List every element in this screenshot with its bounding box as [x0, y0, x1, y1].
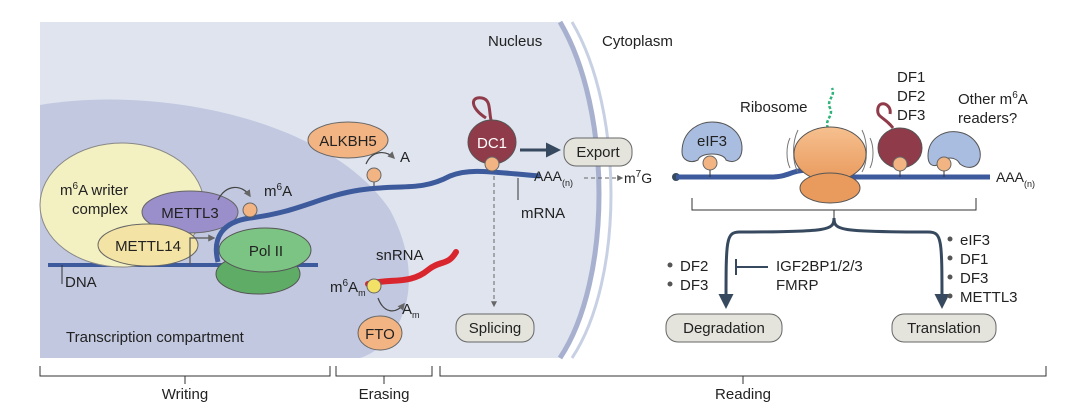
deg-reader-2: DF3 — [680, 277, 708, 294]
df-protein-tail — [876, 102, 895, 129]
mettl3-label: METTL3 — [161, 205, 219, 222]
m6a-mark-eif3 — [702, 155, 718, 171]
nucleus-label: Nucleus — [488, 33, 542, 50]
m7g-label: m7G — [624, 169, 652, 186]
writer-to-pol2-arrow — [189, 234, 216, 265]
deg-reader-1: DF2 — [680, 258, 708, 275]
m6a-mark-dc1 — [484, 156, 500, 172]
trans-reader-1: eIF3 — [960, 232, 990, 249]
alkbh5-product-label: A — [400, 149, 410, 166]
writing-bracket — [39, 366, 331, 384]
mrna-label: mRNA — [521, 205, 565, 222]
other-readers-label: Other m6A — [958, 90, 1028, 108]
ribosome-small-subunit — [799, 172, 861, 204]
translation-pill — [891, 313, 997, 343]
snrna-strand — [365, 249, 459, 287]
ribosome-motion-lines — [786, 129, 874, 173]
m6a-mark-1 — [242, 202, 258, 218]
degradation-pill — [665, 313, 783, 343]
df-stack-label-3: DF3 — [897, 107, 925, 124]
writer-complex-label-2: complex — [72, 201, 128, 218]
df-stack-label-2: DF2 — [897, 88, 925, 105]
trans-bullet-2 — [947, 255, 953, 261]
deg-bullet-2 — [667, 281, 673, 287]
alkbh5-label: ALKBH5 — [319, 133, 377, 150]
splicing-label: Splicing — [469, 320, 522, 337]
deg-bullet-1 — [667, 262, 673, 268]
methylation-arrow — [217, 186, 251, 201]
reading-stage-label: Reading — [715, 386, 771, 403]
fto-protein — [357, 315, 403, 351]
nascent-peptide — [825, 87, 835, 129]
demethylation-arrow — [365, 151, 396, 165]
cytoplasm-label: Cytoplasm — [602, 33, 673, 50]
dc1-label: DC1 — [477, 135, 507, 152]
fto-label: FTO — [365, 326, 395, 343]
translation-label: Translation — [907, 320, 981, 337]
erasing-stage-label: Erasing — [359, 386, 410, 403]
m6a-mark-2 — [366, 167, 382, 183]
dna-label: DNA — [65, 274, 97, 291]
m6a-mark-other — [936, 156, 952, 172]
alkbh5-protein — [307, 121, 389, 159]
df-stack-label-1: DF1 — [897, 69, 925, 86]
degradation-label: Degradation — [683, 320, 765, 337]
inhibitor-label-1: IGF2BP1/2/3 — [776, 258, 863, 275]
trans-bullet-1 — [947, 236, 953, 242]
writer-complex-label: m6A writer — [60, 181, 128, 199]
am-label: Am — [402, 301, 420, 320]
other-reader-protein — [927, 131, 981, 168]
trans-bullet-4 — [947, 293, 953, 299]
nuclear-membrane — [557, 20, 602, 360]
eif3-label: eIF3 — [697, 133, 727, 150]
reader-bracket — [691, 198, 977, 218]
mettl14-protein — [97, 223, 199, 267]
pol2-protein — [218, 227, 312, 273]
pol2-label: Pol II — [249, 243, 283, 260]
transcription-compartment-label: Transcription compartment — [66, 329, 245, 346]
nascent-mrna — [213, 168, 541, 263]
other-readers-label-2: readers? — [958, 110, 1017, 127]
trans-bullet-3 — [947, 274, 953, 280]
inhibitor-label-2: FMRP — [776, 277, 819, 294]
nuclear-aaa-label: AAA(n) — [534, 168, 573, 188]
reading-bracket — [439, 366, 1047, 384]
eif3-protein — [681, 121, 743, 163]
m6a-label-1: m6A — [264, 182, 292, 200]
m6a-mark-df — [892, 156, 908, 172]
fto-arrow — [377, 297, 405, 312]
m6am-mark — [366, 278, 382, 294]
degradation-arrow — [718, 217, 836, 309]
splicing-pill — [455, 313, 535, 343]
ribosome-label: Ribosome — [740, 99, 808, 116]
writing-stage-label: Writing — [162, 386, 208, 403]
cyto-aaa-label: AAA(n) — [996, 169, 1035, 189]
mettl14-label: METTL14 — [115, 238, 181, 255]
m6am-label: m6Am — [330, 278, 366, 298]
export-pill — [563, 137, 633, 167]
dc1-tail — [472, 96, 494, 125]
export-label: Export — [576, 144, 620, 161]
erasing-bracket — [335, 366, 433, 384]
nuclear-membrane-inner — [570, 21, 613, 359]
trans-reader-3: DF3 — [960, 270, 988, 287]
trans-reader-2: DF1 — [960, 251, 988, 268]
translation-arrow — [832, 217, 950, 309]
snrna-label: snRNA — [376, 247, 424, 264]
trans-reader-4: METTL3 — [960, 289, 1018, 306]
